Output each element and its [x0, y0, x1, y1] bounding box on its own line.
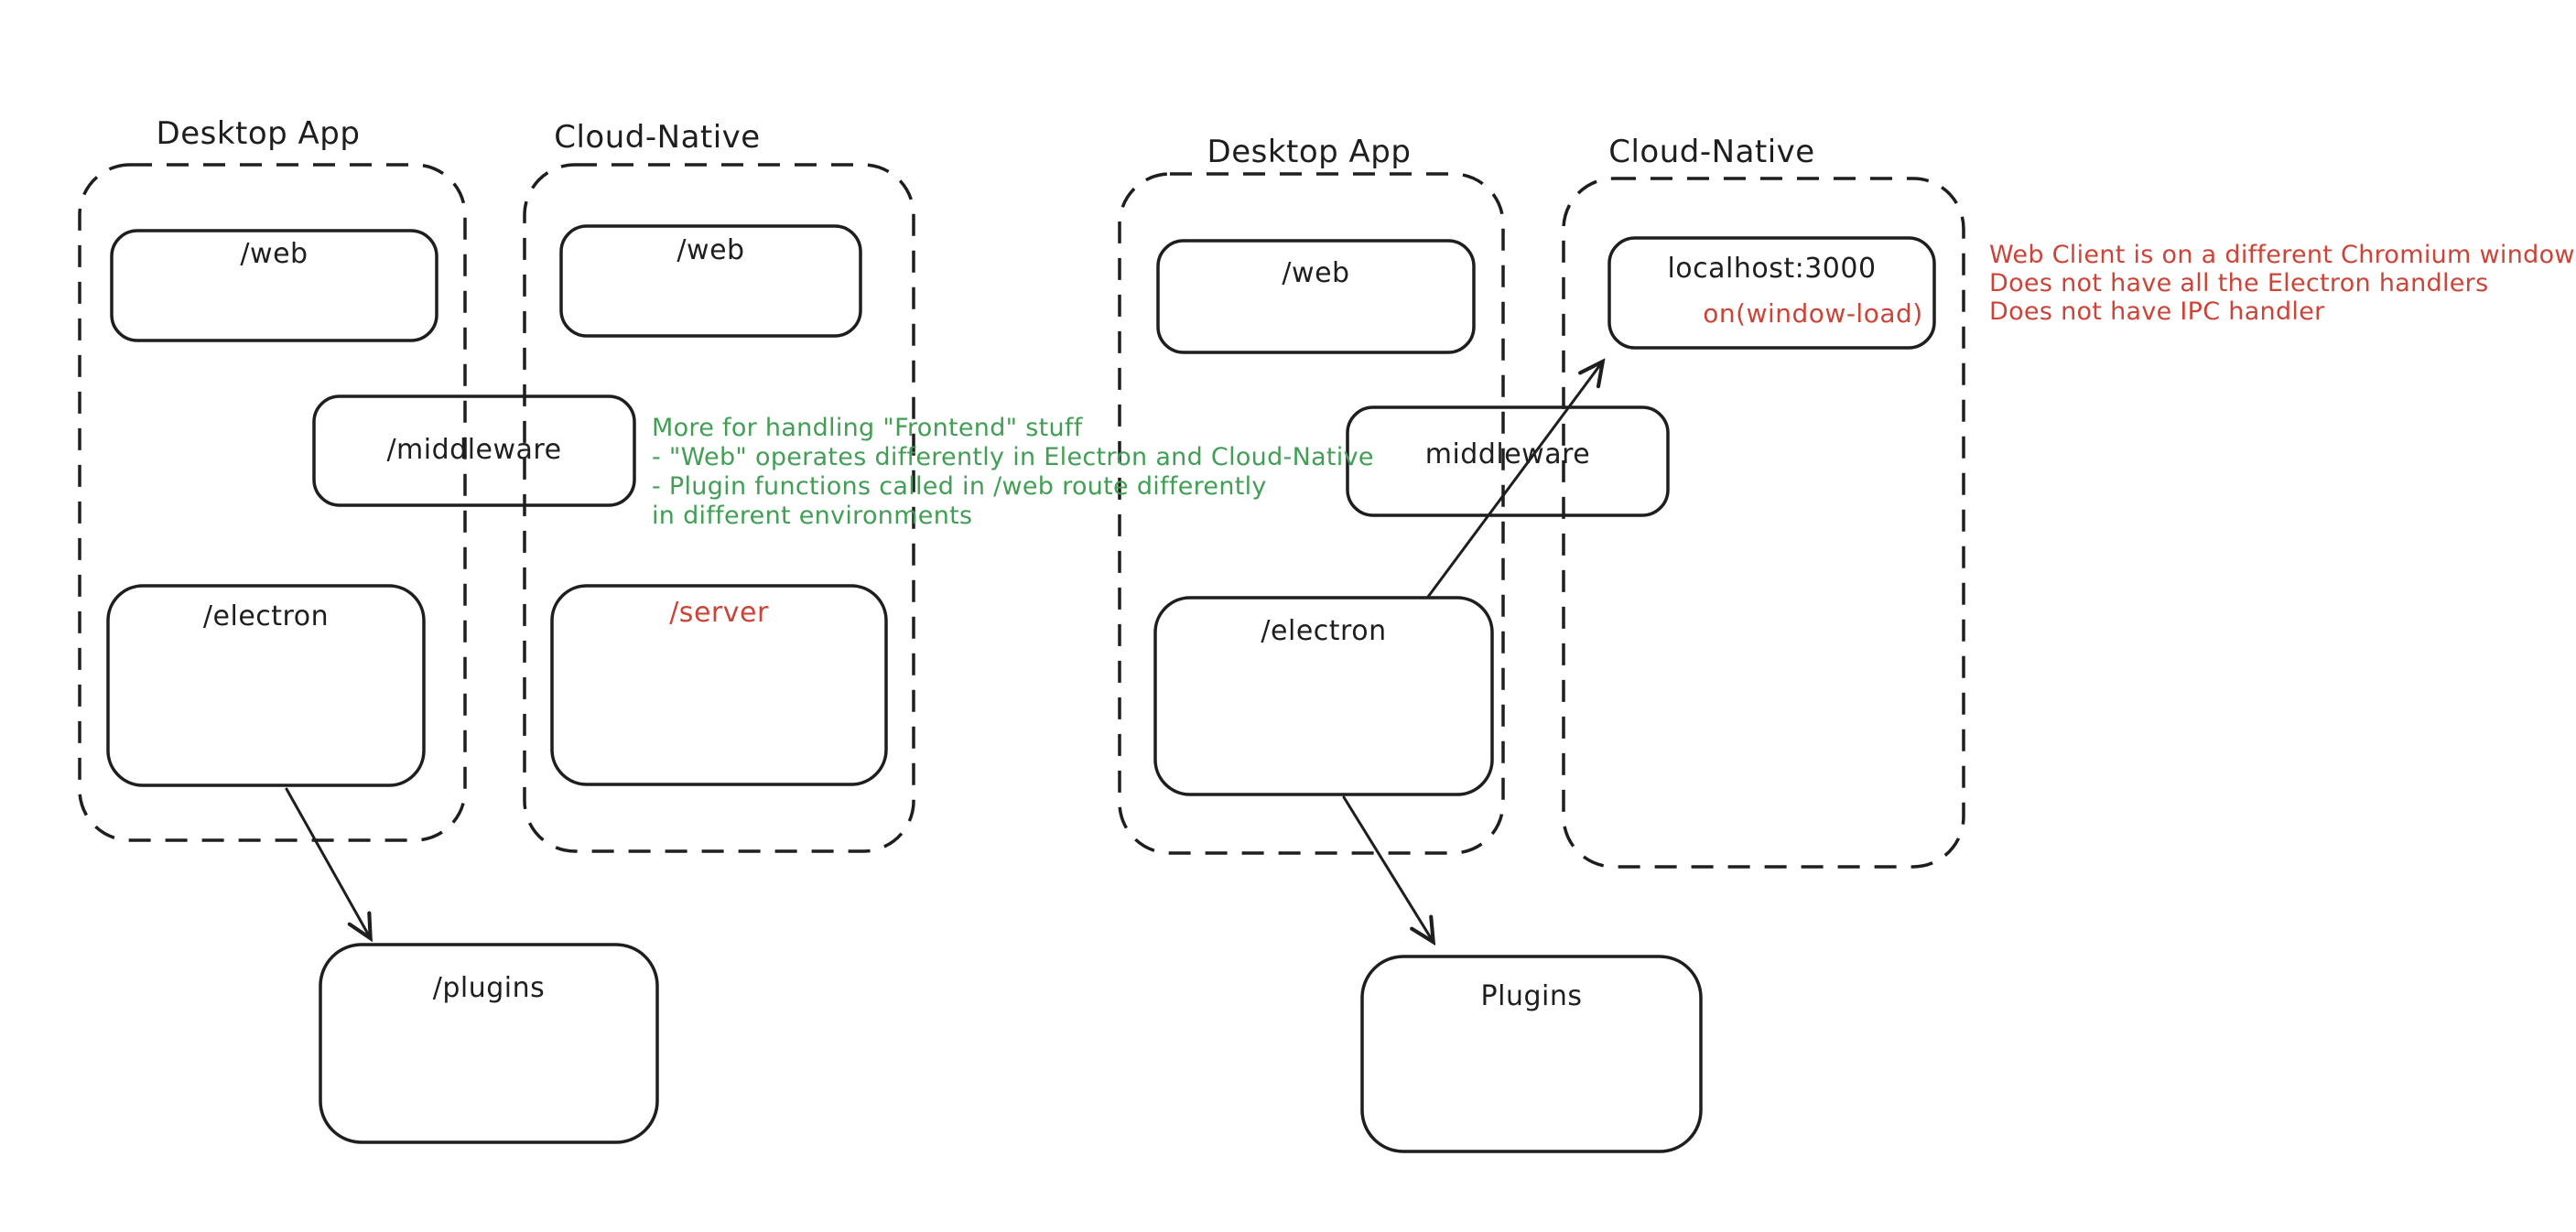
box-plugins-right: [1360, 955, 1703, 1153]
box-label-web-cloud-left: /web: [676, 234, 745, 266]
annotation-line: in different environments: [652, 502, 973, 530]
annotation-web-client-note: Web Client is on a different Chromium wi…: [1989, 241, 2575, 326]
arrow-electron-to-plugins-left: [285, 787, 370, 937]
group-desktop-app-left: [78, 163, 467, 842]
box-middleware-left: [312, 394, 636, 507]
group-label-cloud-native-right: Cloud-Native: [1608, 134, 1815, 170]
group-label-desktop-app-right: Desktop App: [1207, 134, 1412, 170]
box-label-server-left: /server: [669, 597, 769, 629]
annotation-line: Web Client is on a different Chromium wi…: [1989, 241, 2575, 269]
box-plugins-left: [319, 943, 659, 1144]
arrow-electron-to-plugins-right: [1342, 795, 1433, 941]
box-label-localhost-3000: localhost:3000: [1667, 253, 1877, 285]
box-label-plugins-left: /plugins: [432, 972, 546, 1004]
box-electron-right: [1153, 596, 1494, 796]
group-cloud-native-right: [1562, 177, 1965, 869]
arrow-electron-to-localhost-right: [1426, 362, 1602, 599]
group-cloud-native-left: [523, 163, 915, 853]
annotation-line: Does not have all the Electron handlers: [1989, 269, 2489, 297]
box-label-plugins-right: Plugins: [1480, 980, 1583, 1012]
box-server-left: [550, 584, 888, 786]
box-electron-left: [106, 584, 426, 787]
box-web-desktop-right: [1156, 239, 1476, 354]
box-label-web-desktop-left: /web: [240, 238, 308, 270]
annotation-line: More for handling "Frontend" stuff: [652, 414, 1083, 442]
box-label-middleware-right: middleware: [1424, 438, 1591, 470]
group-label-desktop-app-left: Desktop App: [156, 115, 361, 152]
box-localhost-3000: [1607, 236, 1936, 350]
box-middleware-right: [1346, 405, 1670, 517]
box-label-electron-left: /electron: [202, 600, 330, 632]
annotation-line: - Plugin functions called in /web route …: [652, 472, 1267, 501]
box-web-desktop-left: [110, 229, 438, 342]
annotation-line: - "Web" operates differently in Electron…: [652, 443, 1374, 471]
group-label-cloud-native-left: Cloud-Native: [554, 119, 761, 156]
box-label-web-desktop-right: /web: [1282, 257, 1350, 289]
annotation-line: Does not have IPC handler: [1989, 297, 2325, 326]
box-web-cloud-left: [559, 224, 862, 338]
box-label-electron-right: /electron: [1261, 615, 1387, 647]
annotation-frontend-note: More for handling "Frontend" stuff - "We…: [652, 414, 1374, 531]
box-label-on-window-load: on(window-load): [1703, 298, 1923, 329]
box-label-middleware-left: /middleware: [386, 434, 562, 466]
